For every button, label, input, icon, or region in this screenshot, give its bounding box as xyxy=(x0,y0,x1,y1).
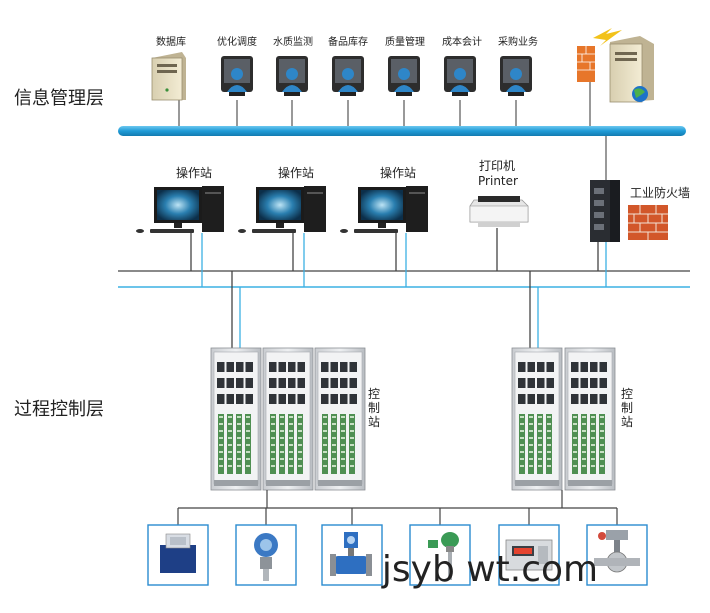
keyboard-icon xyxy=(252,229,296,233)
user-monitor-icons xyxy=(221,56,532,96)
flow-meter-icon xyxy=(330,532,372,576)
workstation-drops xyxy=(190,228,607,287)
workstation-label-2: 操作站 xyxy=(278,165,314,180)
workstation-label-1: 操作站 xyxy=(176,165,212,180)
printer-icon xyxy=(469,196,529,227)
level-sensor-icon xyxy=(428,532,459,580)
industrial-firewall-label: 工业防火墙 xyxy=(630,185,690,200)
workstation-1 xyxy=(136,186,224,233)
control-station-drops xyxy=(231,271,539,348)
workstation-label-3: 操作站 xyxy=(380,165,416,180)
server-label-spare-parts: 备品库存 xyxy=(328,35,368,48)
server-label-water-quality: 水质监测 xyxy=(273,35,313,48)
control-station-a xyxy=(210,347,366,491)
control-station-label-b: 控制站 xyxy=(621,387,633,429)
control-cabinet xyxy=(262,347,314,491)
industrial-firewall-device xyxy=(590,180,620,242)
svg-text:控制站: 控制站 xyxy=(368,387,380,429)
database-server-icon xyxy=(151,52,186,101)
control-valve-icon xyxy=(594,530,640,573)
control-station-b xyxy=(511,347,616,491)
svg-text:控制站: 控制站 xyxy=(621,387,633,429)
brick-wall-icon xyxy=(577,46,595,82)
keyboard-icon xyxy=(150,229,194,233)
user-monitor-icon xyxy=(444,56,476,96)
server-label-scheduling: 优化调度 xyxy=(217,35,257,48)
printer-label-en: Printer xyxy=(478,174,518,188)
info-backbone-bus xyxy=(118,126,686,136)
user-monitor-icon xyxy=(500,56,532,96)
server-label-quality: 质量管理 xyxy=(385,35,425,48)
user-monitor-icon xyxy=(276,56,308,96)
keyboard-icon xyxy=(354,229,398,233)
firewall-brick-icon xyxy=(628,205,668,240)
user-monitor-icon xyxy=(221,56,253,96)
info-layer-title: 信息管理层 xyxy=(14,88,104,109)
server-label-database: 数据库 xyxy=(156,35,186,48)
web-firewall-server-icon xyxy=(577,28,654,103)
server-labels: 数据库 优化调度 水质监测 备品库存 质量管理 成本会计 采购业务 xyxy=(156,35,538,48)
printer-label-cn: 打印机 xyxy=(479,159,515,173)
user-monitor-icon xyxy=(388,56,420,96)
lightning-icon xyxy=(593,28,622,46)
control-cabinet xyxy=(314,347,366,491)
pressure-transmitter-icon xyxy=(254,533,278,581)
server-drops xyxy=(178,82,607,180)
workstation-2 xyxy=(238,186,326,233)
watermark-text: jsyb wt.com xyxy=(381,549,598,590)
field-bus xyxy=(177,490,618,525)
control-cabinet xyxy=(564,347,616,491)
control-station-label-a: 控制站 xyxy=(368,387,380,429)
server-label-purchasing: 采购业务 xyxy=(498,35,538,48)
power-meter-icon xyxy=(505,539,553,571)
user-monitor-icon xyxy=(332,56,364,96)
server-label-cost: 成本会计 xyxy=(442,35,482,48)
control-cabinet xyxy=(511,347,563,491)
process-layer-title: 过程控制层 xyxy=(14,399,104,420)
pc-tower-icon xyxy=(406,186,428,232)
pc-tower-icon xyxy=(304,186,326,232)
pc-tower-icon xyxy=(202,186,224,232)
workstation-3 xyxy=(340,186,428,233)
relay-icon xyxy=(160,533,196,573)
control-cabinet xyxy=(210,347,262,491)
